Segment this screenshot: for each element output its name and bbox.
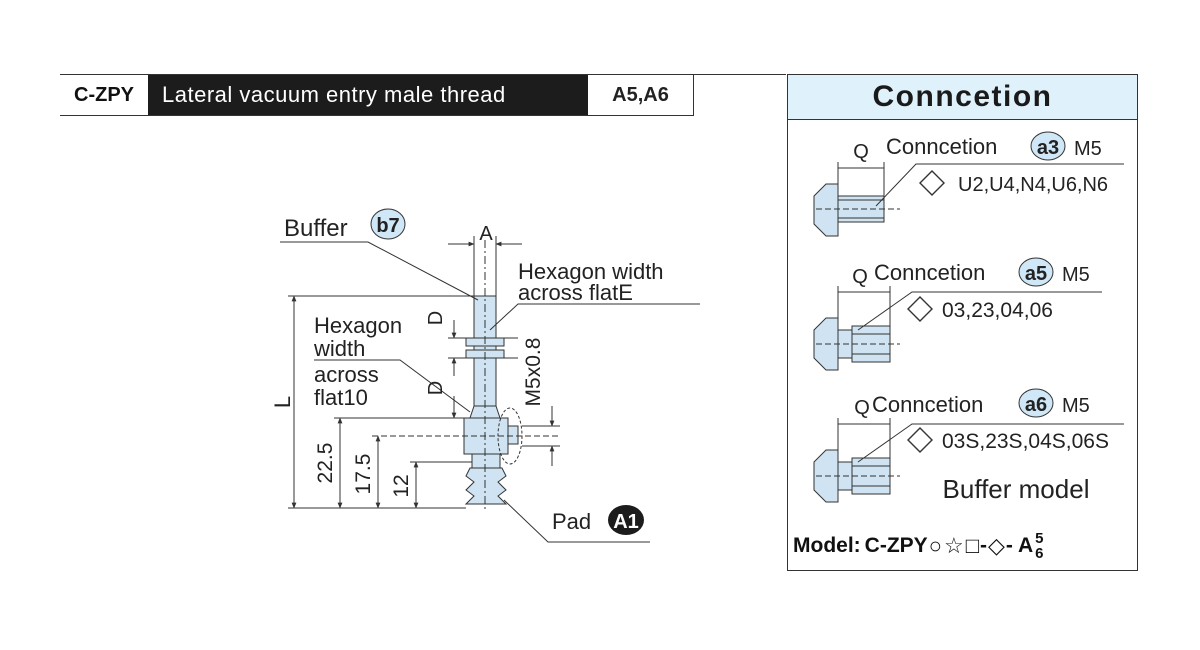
model-option-5: 5 — [1035, 530, 1044, 547]
dim-d-lower: D — [425, 381, 447, 395]
model-option-6: 6 — [1035, 545, 1044, 562]
pad-bellows — [464, 467, 508, 505]
model-prefix: Model: — [793, 534, 861, 557]
panel-title: Conncetion — [788, 75, 1137, 120]
hex10-line4: flat10 — [314, 385, 368, 410]
q-label: Q — [852, 266, 868, 288]
diamond-icon — [907, 427, 933, 453]
q-label: Q — [853, 141, 869, 163]
connection-item-a6: Q Conncetion a6 M5 03S,23S,04S,06S — [813, 388, 1124, 503]
pad-label: Pad — [552, 509, 591, 534]
model-separator-2: - A — [1005, 534, 1034, 557]
header-rule — [694, 74, 786, 75]
dim-d-upper: D — [425, 311, 447, 325]
pad-code: A1 — [613, 511, 639, 533]
hex-e-line1: Hexagon width — [518, 259, 664, 284]
connection-code: a5 — [1025, 263, 1047, 285]
thread-size: M5 — [1062, 264, 1090, 286]
hex10-line3: across — [314, 362, 379, 387]
q-label: Q — [854, 397, 870, 419]
connection-label: Conncetion — [886, 134, 997, 159]
product-header: C-ZPY Lateral vacuum entry male thread A… — [60, 74, 694, 116]
dim-17-5: 17.5 — [352, 454, 375, 495]
square-icon: □ — [965, 533, 979, 558]
hex10-line1: Hexagon — [314, 313, 402, 338]
model-code-text: C-ZPY — [864, 534, 928, 557]
connection-panel: Conncetion — [787, 74, 1138, 571]
thread-size: M5 — [1062, 395, 1090, 417]
connection-label: Conncetion — [872, 392, 983, 417]
buffer-badge: b7 — [370, 208, 406, 240]
variant-label: A5,A6 — [588, 75, 694, 115]
circle-icon: ○ — [928, 533, 942, 558]
connection-item-a3: Q Conncetion a3 M5 U2,U4,N4,U6,N6 — [813, 131, 1124, 237]
shaft-lower — [473, 357, 497, 407]
diamond-icon: ◇ — [987, 533, 1005, 558]
dim-12: 12 — [390, 474, 413, 497]
model-code-row: Model: C-ZPY ○ ☆ □ - ◇ - A 5 6 — [793, 528, 1043, 564]
pad-badge: A1 — [608, 505, 644, 535]
diamond-icon — [919, 170, 945, 196]
model-separator-1: - — [979, 534, 987, 557]
hex-e-line2: across flatE — [518, 280, 633, 305]
thread-label: M5x0.8 — [522, 338, 545, 407]
connection-label: Conncetion — [874, 260, 985, 285]
hex10-line2: width — [313, 336, 365, 361]
vacuum-pad-drawing — [372, 240, 560, 512]
connection-item-a5: Q Conncetion a5 M5 03,23,04,06 — [813, 257, 1102, 371]
product-title: Lateral vacuum entry male thread — [148, 75, 588, 115]
buffer-label: Buffer — [284, 215, 348, 242]
buffer-code: b7 — [376, 215, 399, 237]
tube-sizes: 03,23,04,06 — [942, 299, 1053, 322]
diamond-icon — [907, 296, 933, 322]
tube-sizes: 03S,23S,04S,06S — [942, 430, 1109, 453]
connection-code: a3 — [1037, 137, 1059, 159]
connection-code: a6 — [1025, 394, 1047, 416]
dim-l-label: L — [270, 396, 295, 408]
dim-a-label: A — [479, 223, 493, 245]
dimension-lines — [280, 236, 700, 543]
side-port — [507, 425, 519, 445]
tube-sizes: U2,U4,N4,U6,N6 — [958, 174, 1108, 196]
model-code: C-ZPY — [74, 83, 134, 106]
dim-22-5: 22.5 — [314, 443, 337, 484]
thread-size: M5 — [1074, 138, 1102, 160]
star-icon: ☆ — [943, 533, 964, 558]
buffer-model-label: Buffer model — [943, 474, 1090, 504]
